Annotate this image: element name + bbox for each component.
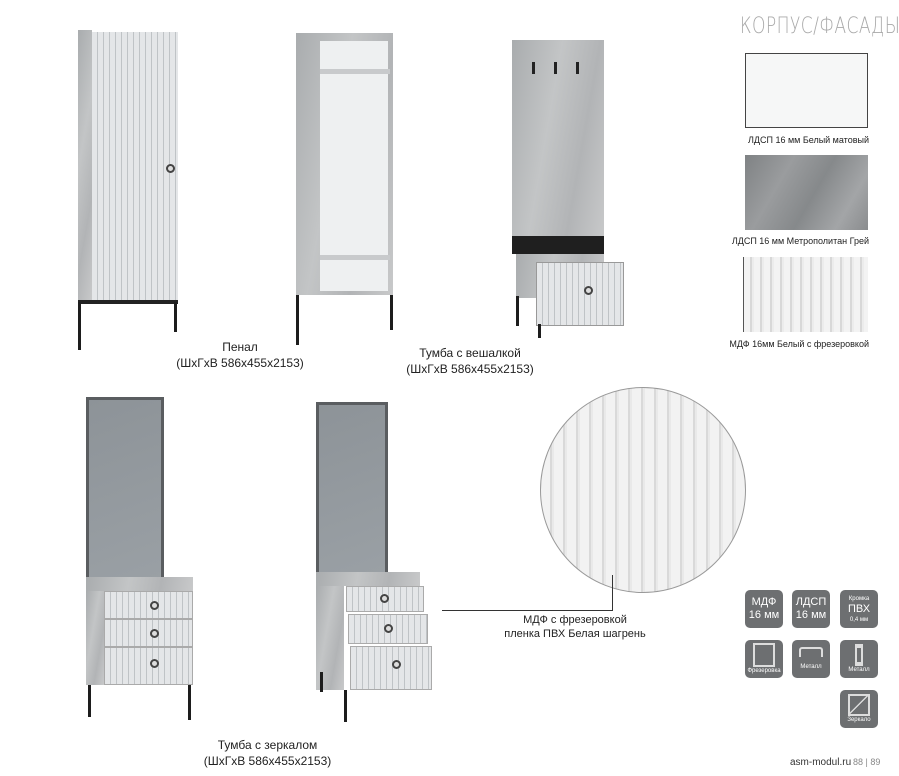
swatch-label: МДФ 16мм Белый с фрезеровкой xyxy=(729,339,869,349)
swatch-label: ЛДСП 16 мм Метрополитан Грей xyxy=(731,236,869,246)
product-mirror-dresser-open-image xyxy=(316,402,432,727)
product-penal-image xyxy=(78,30,180,352)
callout-line xyxy=(612,575,613,610)
product-caption-hanger: Тумба с вешалкой(ШхГхВ 586х455х2153) xyxy=(406,346,534,376)
section-title: КОРПУС/ФАСАДЫ xyxy=(740,14,899,39)
product-hanger-bench-image xyxy=(512,40,632,340)
product-caption-mirror: Тумба с зеркалом(ШхГхВ 586х455х2153) xyxy=(203,738,332,768)
swatch-milled-white xyxy=(743,257,868,332)
product-caption-penal: Пенал(ШхГхВ 586х455х2153) xyxy=(176,340,304,370)
badge-mirror: Зеркало xyxy=(840,690,878,728)
leg-icon xyxy=(855,644,863,666)
swatch-metropolitan-grey xyxy=(745,155,868,230)
page-numbers: 88 | 89 xyxy=(853,757,881,767)
footer-site[interactable]: asm-modul.ru xyxy=(790,757,852,768)
swatch-label: ЛДСП 16 мм Белый матовый xyxy=(747,135,869,145)
material-detail-circle xyxy=(540,387,746,593)
product-open-wardrobe-image xyxy=(296,33,396,345)
swatch-white-matte xyxy=(745,53,868,128)
mirror-icon xyxy=(848,694,870,716)
badge-milling: Фрезеровка xyxy=(745,640,783,678)
coat-hooks xyxy=(532,62,582,76)
frame-icon xyxy=(753,643,775,667)
callout-line xyxy=(442,610,613,611)
handle-icon xyxy=(799,647,823,657)
badge-metal-leg: Металл xyxy=(840,640,878,678)
badge-metal-handle: Металл xyxy=(792,640,830,678)
product-mirror-dresser-closed-image xyxy=(86,397,196,722)
